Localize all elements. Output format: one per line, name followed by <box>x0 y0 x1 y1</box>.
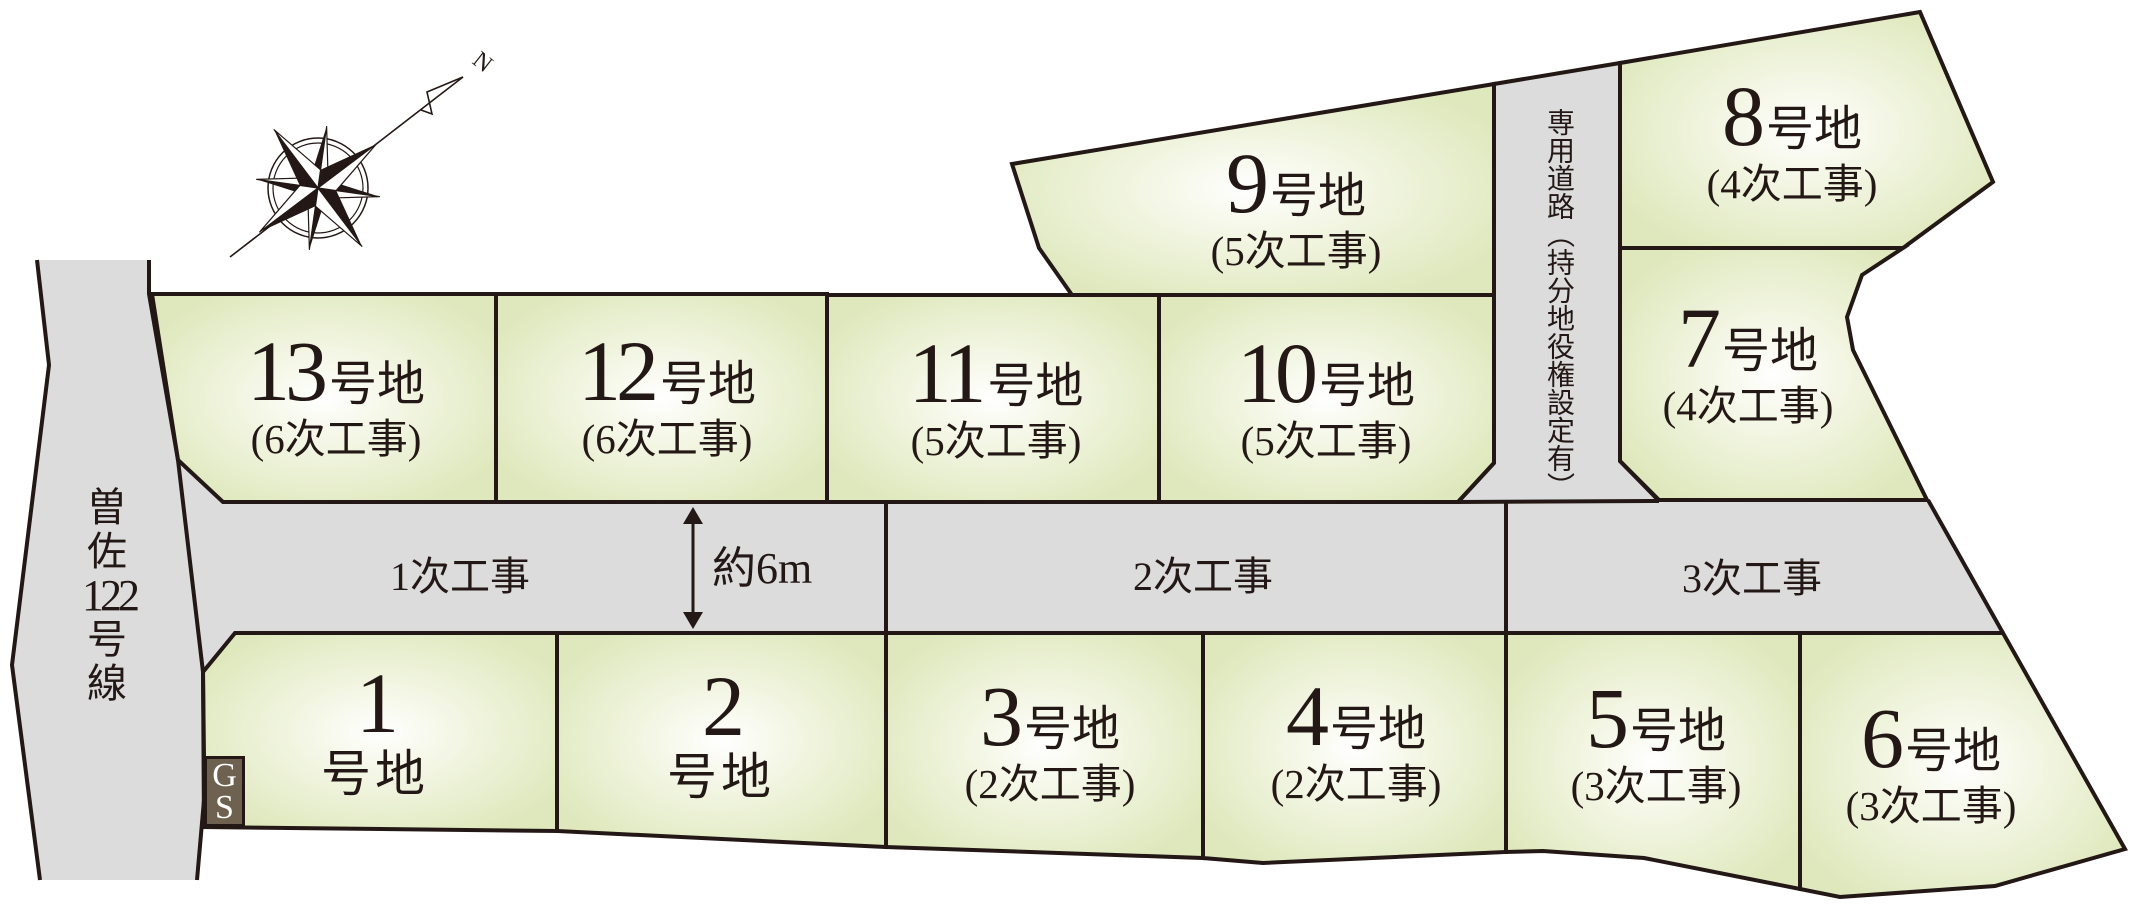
lot-phase: (3次工事) <box>1845 783 2017 829</box>
lot-number: 5 <box>1585 670 1629 766</box>
road-name-part: 線 <box>87 661 127 706</box>
lot-phase: (5次工事) <box>1240 418 1412 464</box>
lot-suffix: 号地 <box>328 358 426 411</box>
lot-suffix: 号地 <box>1765 103 1862 156</box>
lot-phase: (5次工事) <box>1210 228 1382 274</box>
lot-phase: (2次工事) <box>964 761 1136 807</box>
lot-4-parcel <box>1201 631 1508 866</box>
lot-number: 9 <box>1225 135 1269 231</box>
lot-phase: (2次工事) <box>1270 761 1442 807</box>
lot-phase: (4次工事) <box>1706 161 1878 207</box>
lot-number: 7 <box>1677 290 1721 386</box>
lot-phase: (4次工事) <box>1662 383 1834 429</box>
road-section-1-label: 1次工事 <box>390 554 530 599</box>
lot-number: 8 <box>1721 68 1765 164</box>
lot-number: 4 <box>1285 668 1329 764</box>
lot-suffix: 号地 <box>667 749 775 805</box>
lot-suffix: 号地 <box>659 358 757 411</box>
lot-suffix: 号地 <box>1904 725 2001 778</box>
road-width-arrow-icon <box>683 507 703 629</box>
lot-phase: (6次工事) <box>250 416 422 462</box>
lot-suffix: 号地 <box>1269 170 1366 223</box>
main-road <box>176 458 2003 672</box>
lot-2-label: 2 号地 <box>667 663 775 805</box>
road-name-part: 曽 <box>87 485 127 530</box>
lot-number: 13 <box>246 323 328 419</box>
lot-number: 6 <box>1860 690 1904 786</box>
lot-1-label: 1 号地 <box>321 660 429 802</box>
lot-number: 3 <box>979 668 1023 764</box>
road-width-label: 約6m <box>712 544 813 593</box>
compass-rose-icon <box>256 126 380 250</box>
prefectural-road-left-edge <box>9 259 52 881</box>
lot-number: 12 <box>577 323 659 419</box>
lot-suffix: 号地 <box>1721 325 1818 378</box>
private-road <box>1458 63 1659 502</box>
gas-station-marker: G S <box>204 756 245 827</box>
road-name-part: 佐 <box>87 529 127 574</box>
road-section-3-label: 3次工事 <box>1682 556 1822 601</box>
prefectural-road <box>12 260 204 880</box>
private-road-label: 専用道路（持分地役権設定有） <box>1543 108 1574 500</box>
main-road-end-edge <box>1926 499 2005 634</box>
lot-suffix: 号地 <box>1629 705 1726 758</box>
lot-phase: (5次工事) <box>910 418 1082 464</box>
road-name-number: 122 <box>82 571 140 620</box>
road-name-part: 号 <box>87 617 127 662</box>
gs-letter: S <box>215 788 234 826</box>
lot-number: 11 <box>908 325 987 421</box>
lot-number: 10 <box>1236 325 1318 421</box>
lot-number: 1 <box>356 655 399 751</box>
gs-letter: G <box>212 756 237 794</box>
lot-phase: (6次工事) <box>581 416 753 462</box>
lot-suffix: 号地 <box>321 746 429 802</box>
compass-icon: N <box>229 47 497 258</box>
prefectural-road-name: 曽 佐 122 号 線 <box>82 485 140 706</box>
lot-suffix: 号地 <box>1318 360 1416 413</box>
lot-phase: (3次工事) <box>1570 763 1742 809</box>
lot-suffix: 号地 <box>1329 703 1426 756</box>
lot-suffix: 号地 <box>987 360 1084 413</box>
private-road-outline <box>1456 60 1661 504</box>
private-road-mouth-line <box>1457 499 1660 504</box>
lot-number: 2 <box>702 658 745 754</box>
north-arrow-flag-icon <box>420 76 464 116</box>
lot-suffix: 号地 <box>1023 703 1120 756</box>
road-section-2-label: 2次工事 <box>1133 554 1273 599</box>
lot-1-parcel <box>200 631 559 834</box>
north-label: N <box>467 47 497 78</box>
